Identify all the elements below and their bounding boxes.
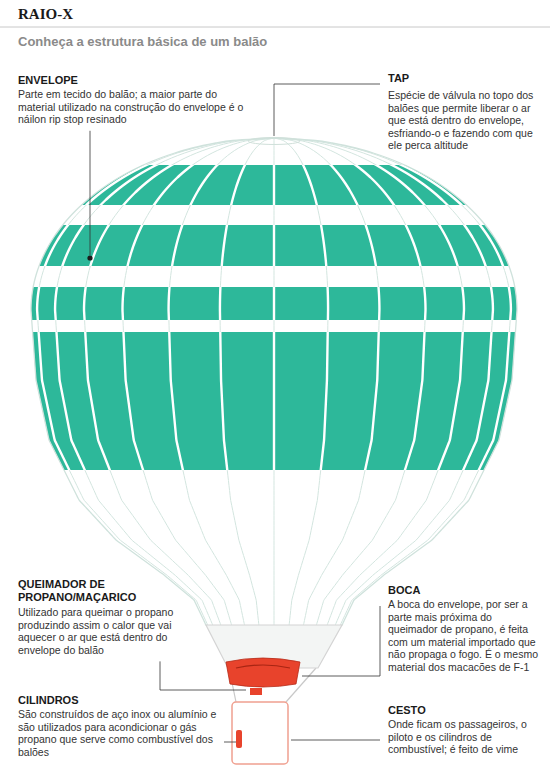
gore-line [55, 138, 274, 625]
gas-cylinder [236, 730, 242, 748]
leader-line [302, 606, 380, 676]
basket [232, 702, 288, 764]
part-name: QUEIMADOR DE PROPANO/MAÇARICO [18, 578, 178, 604]
gore-lines [37, 138, 511, 625]
leader-dot [87, 255, 92, 260]
propane-burner [226, 658, 300, 687]
part-name: ENVELOPE [18, 74, 218, 87]
gore-line [273, 138, 275, 625]
envelope-outline [31, 138, 517, 628]
part-name: TAP [388, 72, 538, 85]
gore-line [37, 138, 274, 625]
leader-line [224, 742, 236, 743]
part-name: BOCA [388, 584, 538, 597]
part-description: Onde ficam os passageiros, o piloto e os… [388, 718, 544, 756]
part-name: CESTO [388, 704, 538, 717]
part-description: Utilizado para queimar o propano produzi… [18, 606, 190, 656]
title-rule [0, 27, 550, 28]
gore-line [274, 138, 464, 625]
gore-line [274, 138, 379, 625]
burner-support [250, 688, 262, 695]
gore-line [274, 138, 493, 625]
gore-line [84, 138, 274, 625]
gore-line [220, 138, 274, 625]
part-description: Parte em tecido do balão; a maior parte … [18, 88, 246, 126]
part-name: CILINDROS [18, 694, 178, 707]
gore-line [274, 138, 426, 625]
gore-line [274, 138, 275, 625]
part-description: São construídos de aço inox ou alumínio … [18, 708, 218, 758]
gore-line [169, 138, 274, 625]
leader-line [160, 661, 246, 690]
part-description: A boca do envelope, por ser a parte mais… [388, 598, 544, 674]
leader-line [90, 131, 91, 255]
gore-line [122, 138, 274, 625]
leader-line [274, 84, 380, 136]
subtitle: Conheça a estrutura básica de um balão [18, 34, 518, 50]
leader-line [291, 740, 380, 741]
burner-detail [236, 665, 290, 668]
tap-valve [248, 138, 300, 145]
gore-clip [37, 138, 511, 625]
title: RAIO-X [18, 5, 73, 23]
gore-line [274, 138, 511, 625]
part-description: Espécie de válvula no topo dos balões qu… [388, 89, 544, 152]
gore-line [274, 138, 328, 625]
